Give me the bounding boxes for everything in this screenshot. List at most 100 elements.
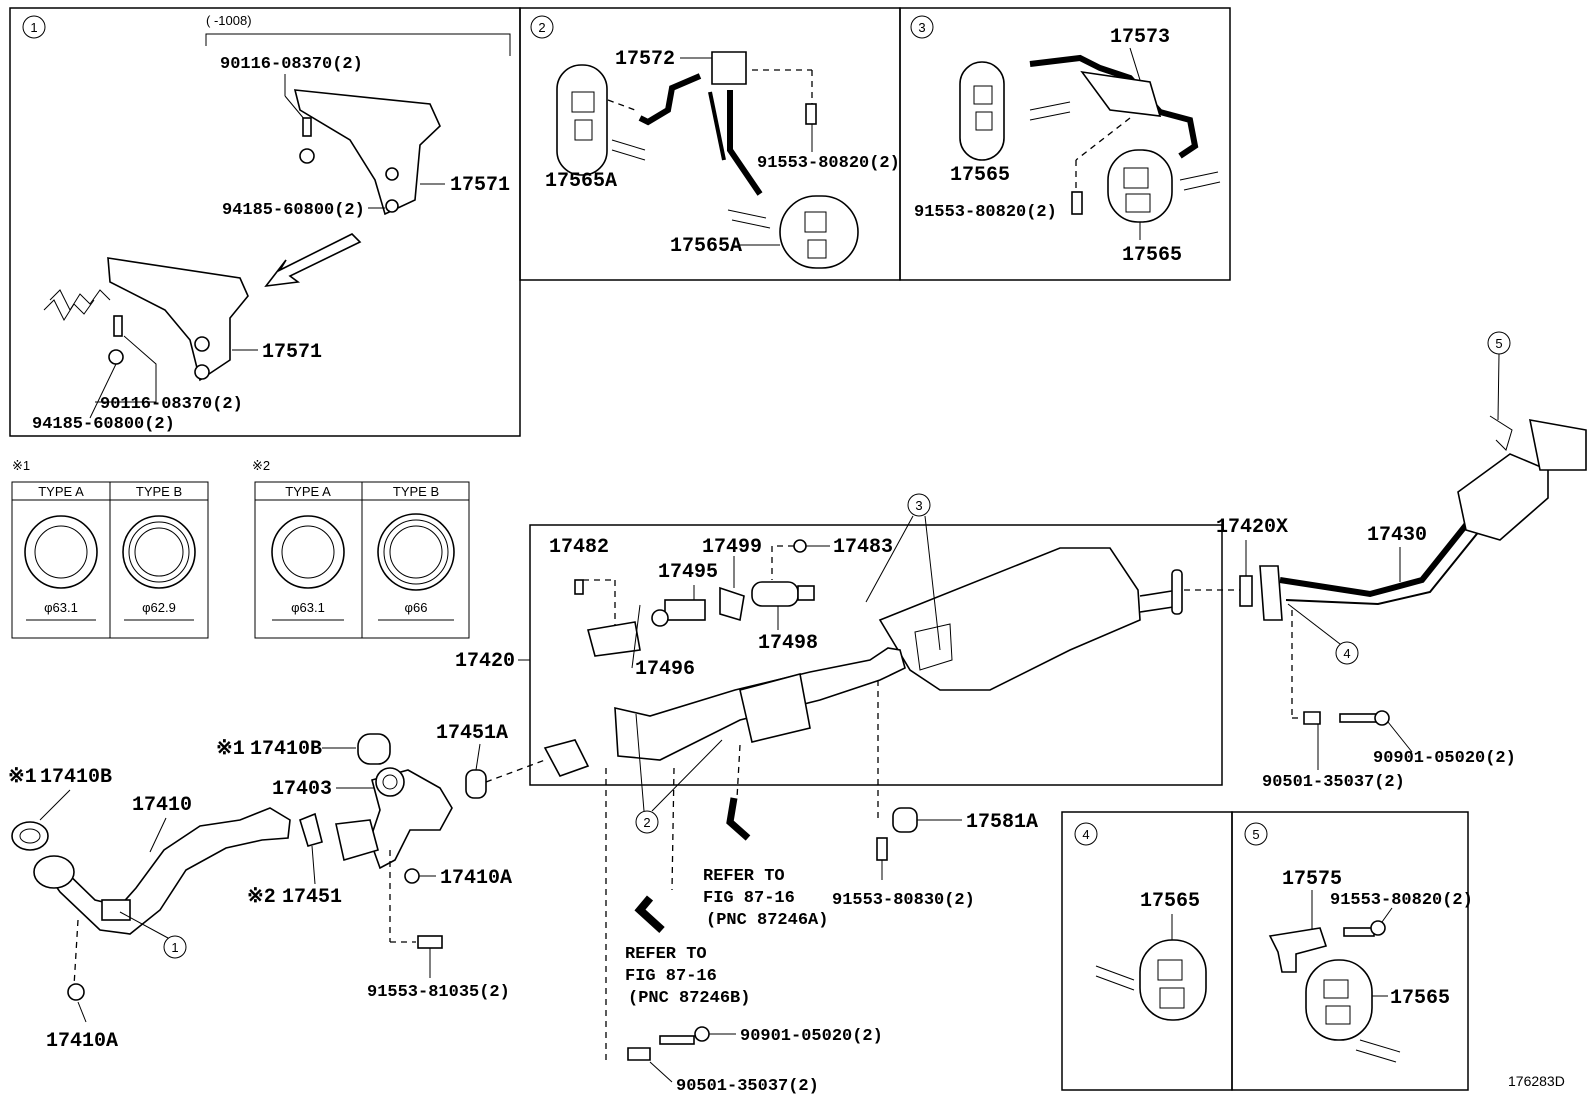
bolt-90116-lower[interactable]: [113, 315, 123, 337]
bolt-91553-inset5[interactable]: [1343, 927, 1375, 937]
bracket-17571-upper[interactable]: [293, 89, 441, 216]
inset2-label-17572[interactable]: 17572: [615, 48, 675, 71]
label-90501-rear[interactable]: 90501-35037(2): [1262, 773, 1405, 792]
label-90901-front[interactable]: 90901-05020(2): [740, 1027, 883, 1046]
callout-1-main[interactable]: 1: [163, 935, 187, 959]
bolt-17482[interactable]: [574, 579, 584, 595]
inset1-label-94185-top[interactable]: 94185-60800(2): [222, 201, 365, 220]
main-muffler[interactable]: [878, 547, 1141, 691]
nut-17410A-bottom[interactable]: [67, 983, 85, 1001]
bolt-91553-inset2[interactable]: [805, 103, 817, 125]
flange-17403-rear[interactable]: [335, 819, 379, 862]
callout-4-main[interactable]: 4: [1335, 641, 1359, 665]
callout-2-top[interactable]: 2: [530, 15, 554, 39]
gasket-1-type-a[interactable]: [24, 515, 98, 589]
catalyst-body[interactable]: [739, 673, 811, 743]
rear-muffler-17430[interactable]: [1457, 453, 1549, 541]
label-17410A-bottom[interactable]: 17410A: [46, 1030, 118, 1053]
inset2-label-17565A-right[interactable]: 17565A: [670, 235, 742, 258]
bolt-91553-80830[interactable]: [876, 837, 888, 861]
label-17482[interactable]: 17482: [549, 536, 609, 559]
callout-5-top[interactable]: 5: [1244, 822, 1268, 846]
hanger-17565-upper[interactable]: [959, 61, 1005, 161]
callout-3-top[interactable]: 3: [910, 15, 934, 39]
inset4-label-17565[interactable]: 17565: [1140, 890, 1200, 913]
gasket-2-type-a[interactable]: [271, 515, 345, 589]
inset1-label-90116-top[interactable]: 90116-08370(2): [220, 55, 363, 74]
label-17495[interactable]: 17495: [658, 561, 718, 584]
part-17496-pipe[interactable]: [586, 621, 641, 657]
bracket-17575[interactable]: [1268, 927, 1328, 973]
gasket-17420X[interactable]: [1239, 575, 1253, 607]
part-17498-valve[interactable]: [751, 581, 799, 607]
gasket-17451A[interactable]: [465, 769, 487, 799]
callout-1-top[interactable]: 1: [22, 15, 46, 39]
label-17498[interactable]: 17498: [758, 632, 818, 655]
label-17496[interactable]: 17496: [635, 658, 695, 681]
label-17430[interactable]: 17430: [1367, 524, 1427, 547]
inset3-label-17573[interactable]: 17573: [1110, 26, 1170, 49]
label-17420X[interactable]: 17420X: [1216, 516, 1288, 539]
label-17403[interactable]: 17403: [272, 778, 332, 801]
callout-4-top[interactable]: 4: [1074, 822, 1098, 846]
label-17410B-top[interactable]: 17410B: [250, 738, 322, 761]
inset5-label-17565[interactable]: 17565: [1390, 987, 1450, 1010]
label-17451A[interactable]: 17451A: [436, 722, 508, 745]
inset1-label-90116-lower[interactable]: 90116-08370(2): [100, 395, 243, 414]
bolt-90901-rear[interactable]: [1339, 713, 1377, 723]
label-17410A-right[interactable]: 17410A: [440, 867, 512, 890]
flange-rear[interactable]: [1171, 569, 1183, 615]
flange-17430[interactable]: [1259, 565, 1283, 621]
label-17483[interactable]: 17483: [833, 536, 893, 559]
inset3-label-17565-upper[interactable]: 17565: [950, 164, 1010, 187]
callout-2-main[interactable]: 2: [635, 810, 659, 834]
label-91553-81035[interactable]: 91553-81035(2): [367, 983, 510, 1002]
nut-17483[interactable]: [793, 539, 807, 553]
callout-5-main[interactable]: 5: [1487, 331, 1511, 355]
label-17581A[interactable]: 17581A: [966, 811, 1038, 834]
label-17410B-left[interactable]: 17410B: [40, 766, 112, 789]
nut-94185-upper[interactable]: [299, 148, 315, 164]
tail-tip[interactable]: [1528, 419, 1587, 471]
callout-3-main[interactable]: 3: [907, 493, 931, 517]
hanger-17565-inset5[interactable]: [1305, 959, 1373, 1041]
nut-17410A-right[interactable]: [404, 868, 420, 884]
gasket-2-type-b[interactable]: [377, 513, 455, 591]
inset2-label-17565A-left[interactable]: 17565A: [545, 170, 617, 193]
label-91553-80830[interactable]: 91553-80830(2): [832, 891, 975, 910]
inset3-label-17565-lower[interactable]: 17565: [1122, 244, 1182, 267]
front-flange-17420[interactable]: [543, 739, 590, 777]
part-17499-plate[interactable]: [719, 586, 745, 622]
bracket-17571-lower[interactable]: [107, 257, 249, 382]
front-pipe-17410[interactable]: [44, 807, 291, 935]
gasket-17410B-top[interactable]: [357, 733, 391, 765]
hanger-17565-lower[interactable]: [1107, 149, 1173, 223]
inset1-label-17571-lower[interactable]: 17571: [262, 341, 322, 364]
bolt-90116-upper[interactable]: [302, 117, 312, 137]
label-17410[interactable]: 17410: [132, 794, 192, 817]
gasket-17410B-left[interactable]: [11, 821, 49, 851]
bracket-17573[interactable]: [1080, 70, 1162, 117]
bolt-91553-inset3[interactable]: [1071, 191, 1083, 215]
bolt-91553-81035[interactable]: [417, 935, 443, 949]
nut-94185-lower[interactable]: [108, 349, 124, 365]
label-17451[interactable]: 17451: [282, 886, 342, 909]
gasket-1-type-b[interactable]: [122, 515, 196, 589]
inset5-label-91553[interactable]: 91553-80820(2): [1330, 891, 1473, 910]
gasket-17451[interactable]: [299, 812, 323, 847]
label-17499[interactable]: 17499: [702, 536, 762, 559]
label-90901-rear[interactable]: 90901-05020(2): [1373, 749, 1516, 768]
part-17581A[interactable]: [892, 807, 918, 833]
spring-90501-rear[interactable]: [1303, 711, 1321, 725]
label-17420[interactable]: 17420: [455, 650, 515, 673]
bracket-17572[interactable]: [711, 51, 747, 85]
inset1-label-17571-upper[interactable]: 17571: [450, 174, 510, 197]
bolt-90901-front[interactable]: [659, 1035, 695, 1045]
label-90501-front[interactable]: 90501-35037(2): [676, 1077, 819, 1096]
inset3-label-91553[interactable]: 91553-80820(2): [914, 203, 1057, 222]
inset5-label-17575[interactable]: 17575: [1282, 868, 1342, 891]
part-17495-sensor[interactable]: [664, 599, 706, 621]
spring-90501-front[interactable]: [627, 1047, 651, 1061]
inset1-label-94185-lower[interactable]: 94185-60800(2): [32, 415, 175, 434]
inset2-label-91553[interactable]: 91553-80820(2): [757, 154, 900, 173]
